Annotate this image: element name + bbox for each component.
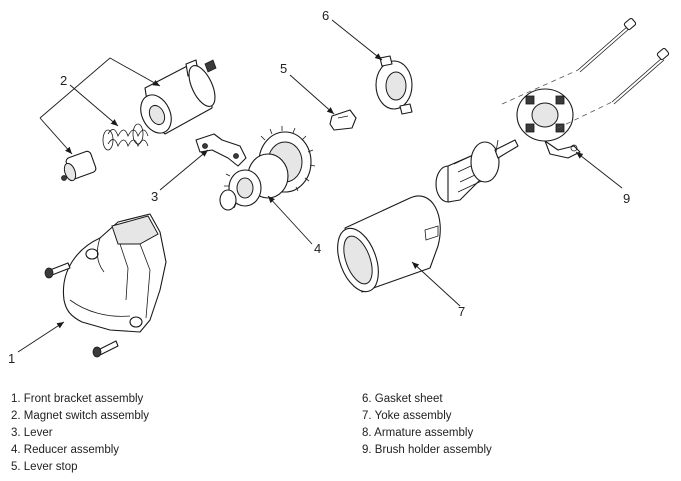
lever-stop [329,109,357,131]
legend-item-brush-holder: 9. Brush holder assembly [362,444,492,456]
leader-6 [331,19,383,61]
legend-item-yoke: 7. Yoke assembly [362,410,452,422]
leader-3 [159,149,209,191]
through-bolt-lower [611,47,670,105]
front-bracket-assembly [62,213,167,333]
through-bolt-upper [577,17,637,73]
bolt-guide-line-upper [501,69,579,105]
leader-4 [267,195,313,245]
brush-holder-assembly [516,88,581,159]
magnet-switch-assembly [140,59,217,135]
legend-item-front-bracket: 1. Front bracket assembly [11,393,144,405]
bolt-lower [92,340,119,358]
leader-2-plunger [39,117,73,155]
leader-1 [17,321,65,353]
leader-2-switch [39,57,161,119]
leader-7 [411,261,461,307]
leader-5 [289,74,335,115]
callout-9: 9 [623,191,630,206]
plunger [61,150,97,182]
legend-item-reducer: 4. Reducer assembly [11,444,120,456]
legend-item-armature: 8. Armature assembly [362,427,474,439]
gasket-sheet [375,55,413,115]
return-spring [102,123,149,151]
armature-assembly [435,139,519,203]
bolt-guide-line-lower [557,101,613,129]
callout-1: 1 [8,351,15,366]
callout-3: 3 [151,189,158,204]
callout-7: 7 [458,304,465,319]
legend-item-lever-stop: 5. Lever stop [11,461,78,473]
lever [195,133,247,167]
leader-9 [575,151,623,189]
legend-item-magnet-switch: 2. Magnet switch assembly [11,410,150,422]
callout-2: 2 [60,73,67,88]
leader-2-spring [69,84,119,127]
callout-5: 5 [280,61,287,76]
exploded-view-diagram: 1 2 3 4 5 6 7 9 [8,8,670,366]
legend-item-lever: 3. Lever [11,427,53,439]
legend-left-column: 1. Front bracket assembly 2. Magnet swit… [11,391,149,476]
yoke-assembly [337,195,441,293]
legend-item-gasket-sheet: 6. Gasket sheet [362,393,443,405]
legend-right-column: 6. Gasket sheet 7. Yoke assembly 8. Arma… [362,391,492,459]
bolt-upper [44,262,71,279]
callout-4: 4 [314,241,321,256]
callout-6: 6 [322,8,329,23]
reducer-assembly [219,126,316,211]
